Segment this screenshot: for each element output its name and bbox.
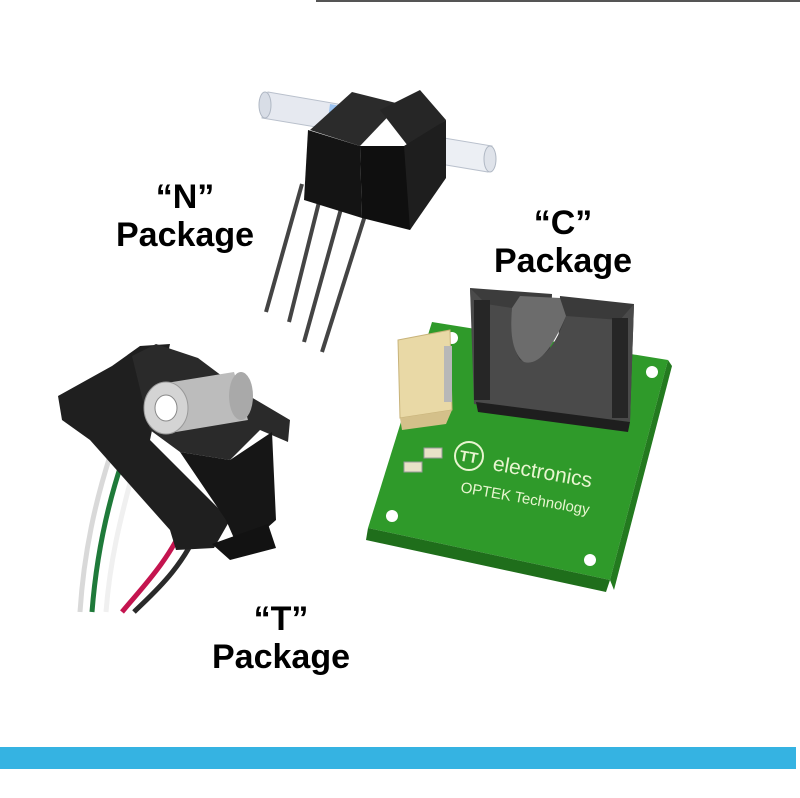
t-package-word: Package <box>212 638 350 676</box>
pcb-logo-mark: TT <box>458 448 479 468</box>
c-package-label: “C” Package <box>478 204 648 280</box>
c-package-code: “C” <box>533 204 593 242</box>
n-package-sensor-image <box>258 90 497 353</box>
n-package-word: Package <box>116 216 254 254</box>
t-package-label: “T” Package <box>196 600 366 676</box>
top-rule <box>316 0 800 2</box>
pcb-logo: TT <box>454 441 484 471</box>
n-package-code: “N” <box>155 178 215 216</box>
bottom-accent-bar <box>0 747 796 769</box>
n-package-label: “N” Package <box>100 178 270 254</box>
c-package-word: Package <box>494 242 632 280</box>
t-package-sensor-image <box>58 344 290 614</box>
t-package-code: “T” <box>253 600 309 638</box>
c-package-sensor-image <box>366 288 672 592</box>
